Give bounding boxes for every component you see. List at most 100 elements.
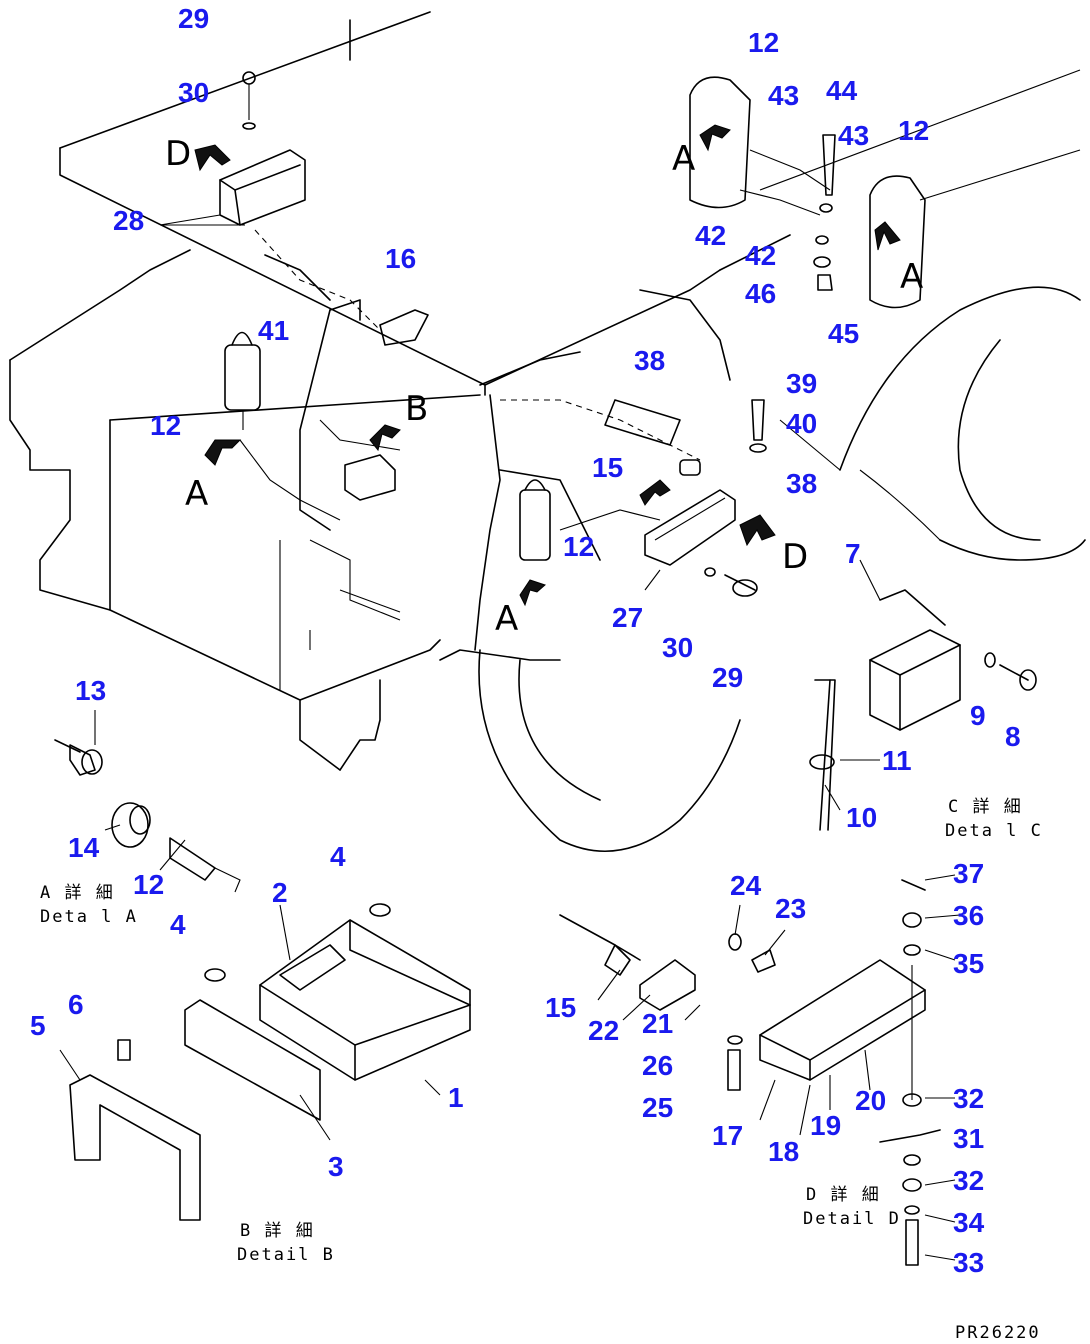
- callout-33: 33: [953, 1247, 984, 1278]
- bolt-29-drawing: [704, 567, 758, 597]
- callout-29-top: 29: [178, 3, 209, 34]
- callout-40: 40: [786, 408, 817, 439]
- view-letter-d-mid: D: [782, 537, 808, 577]
- callout-38-a: 38: [634, 345, 665, 376]
- view-arrow-a-top: [699, 124, 731, 152]
- callout-21: 21: [642, 1008, 673, 1039]
- callout-45: 45: [828, 318, 859, 349]
- callout-34: 34: [953, 1207, 985, 1238]
- view-arrow-a-mid: [519, 579, 546, 607]
- view-letters: D A B A A A D: [165, 134, 923, 639]
- callout-35: 35: [953, 948, 984, 979]
- view-arrow-15: [639, 479, 671, 506]
- view-arrow-d-top: [194, 144, 231, 172]
- callout-16: 16: [385, 243, 416, 274]
- callout-41: 41: [258, 315, 289, 346]
- callout-42-b: 42: [745, 240, 776, 271]
- detail-b-caption-en: Detail B: [237, 1245, 335, 1265]
- view-arrow-d-mid: [739, 514, 776, 547]
- callout-43-b: 43: [838, 120, 869, 151]
- callout-12-right: 12: [898, 115, 929, 146]
- bracket-b-drawing: [344, 454, 396, 501]
- callout-3: 3: [328, 1151, 344, 1182]
- wiring-harness-drawing: [239, 149, 831, 531]
- callout-28: 28: [113, 205, 144, 236]
- detail-a-parts-drawing: [54, 739, 241, 893]
- callout-29-mid: 29: [712, 662, 743, 693]
- detail-d-parts-drawing: [559, 879, 941, 1266]
- detail-c-parts-drawing: [809, 589, 1037, 831]
- callout-25: 25: [642, 1092, 673, 1123]
- callout-1: 1: [448, 1082, 464, 1113]
- callout-12-left: 12: [150, 410, 181, 441]
- callout-12-top: 12: [748, 27, 779, 58]
- detail-captions: A 詳 細 Deta l A B 詳 細 Detail B C 詳 細 Deta…: [40, 797, 1043, 1343]
- callout-22: 22: [588, 1015, 619, 1046]
- callout-46: 46: [745, 278, 776, 309]
- detail-c-caption-jp: C 詳 細: [948, 797, 1023, 817]
- callout-32-a: 32: [953, 1083, 984, 1114]
- bolt-39-drawing: [749, 399, 767, 453]
- callout-14: 14: [68, 832, 100, 863]
- callout-8: 8: [1005, 721, 1021, 752]
- callout-31: 31: [953, 1123, 984, 1154]
- callout-numbers: 29 30 28 41 16 12 12 43 44 43 12 42 42 4…: [30, 3, 1021, 1278]
- connector-27-drawing: [644, 459, 736, 566]
- callout-4-a: 4: [330, 841, 346, 872]
- callout-43-a: 43: [768, 80, 799, 111]
- callout-30-mid: 30: [662, 632, 693, 663]
- detail-a-caption-jp: A 詳 細: [40, 883, 115, 903]
- view-letter-b-mid: B: [405, 389, 428, 429]
- view-arrow-a-left: [204, 439, 242, 466]
- callout-11: 11: [882, 745, 912, 776]
- view-letter-a-mid: A: [495, 599, 518, 639]
- callout-9: 9: [970, 700, 986, 731]
- callout-7: 7: [845, 538, 861, 569]
- callout-18: 18: [768, 1136, 799, 1167]
- sensor-a-top-drawing: [689, 76, 926, 309]
- callout-36: 36: [953, 900, 984, 931]
- callout-15-detail-d: 15: [545, 992, 576, 1023]
- callout-38-b: 38: [786, 468, 817, 499]
- sensor-41-drawing: [224, 331, 261, 430]
- view-arrow-a-right: [874, 221, 901, 251]
- callout-24: 24: [730, 870, 762, 901]
- callout-30-top: 30: [178, 77, 209, 108]
- callout-20: 20: [855, 1085, 886, 1116]
- callout-27: 27: [612, 602, 643, 633]
- callout-42-a: 42: [695, 220, 726, 251]
- detail-b-caption-jp: B 詳 細: [240, 1221, 315, 1241]
- detail-c-caption-en: Deta l C: [945, 821, 1043, 841]
- callout-5: 5: [30, 1010, 46, 1041]
- view-arrow-b-mid: [369, 424, 401, 452]
- callout-26: 26: [642, 1050, 673, 1081]
- detail-b-parts-drawing: [69, 903, 471, 1221]
- callout-19: 19: [810, 1110, 841, 1141]
- callout-23: 23: [775, 893, 806, 924]
- callout-4-b: 4: [170, 909, 186, 940]
- callout-2: 2: [272, 877, 288, 908]
- drawing-code: PR26220: [955, 1323, 1041, 1343]
- callout-12-mid: 12: [563, 531, 594, 562]
- view-letter-a-right: A: [900, 257, 923, 297]
- callout-37: 37: [953, 858, 984, 889]
- view-letter-d-top: D: [165, 134, 191, 174]
- view-arrows: [194, 124, 901, 607]
- clip-16-drawing: [379, 309, 429, 346]
- detail-d-caption-en: Detail D: [803, 1209, 901, 1229]
- callout-6: 6: [68, 989, 84, 1020]
- callout-13: 13: [75, 675, 106, 706]
- callout-44: 44: [826, 75, 858, 106]
- callout-32-b: 32: [953, 1165, 984, 1196]
- callout-39: 39: [786, 368, 817, 399]
- detail-d-caption-jp: D 詳 細: [806, 1185, 881, 1205]
- detail-a-caption-en: Deta l A: [40, 907, 138, 927]
- relay-bracket-28-drawing: [219, 71, 306, 226]
- callout-17: 17: [712, 1120, 743, 1151]
- callout-15-mid: 15: [592, 452, 623, 483]
- view-letter-a-left: A: [185, 474, 208, 514]
- callout-10: 10: [846, 802, 877, 833]
- machine-body-drawing: [9, 11, 1086, 852]
- view-letter-a-top: A: [672, 139, 695, 179]
